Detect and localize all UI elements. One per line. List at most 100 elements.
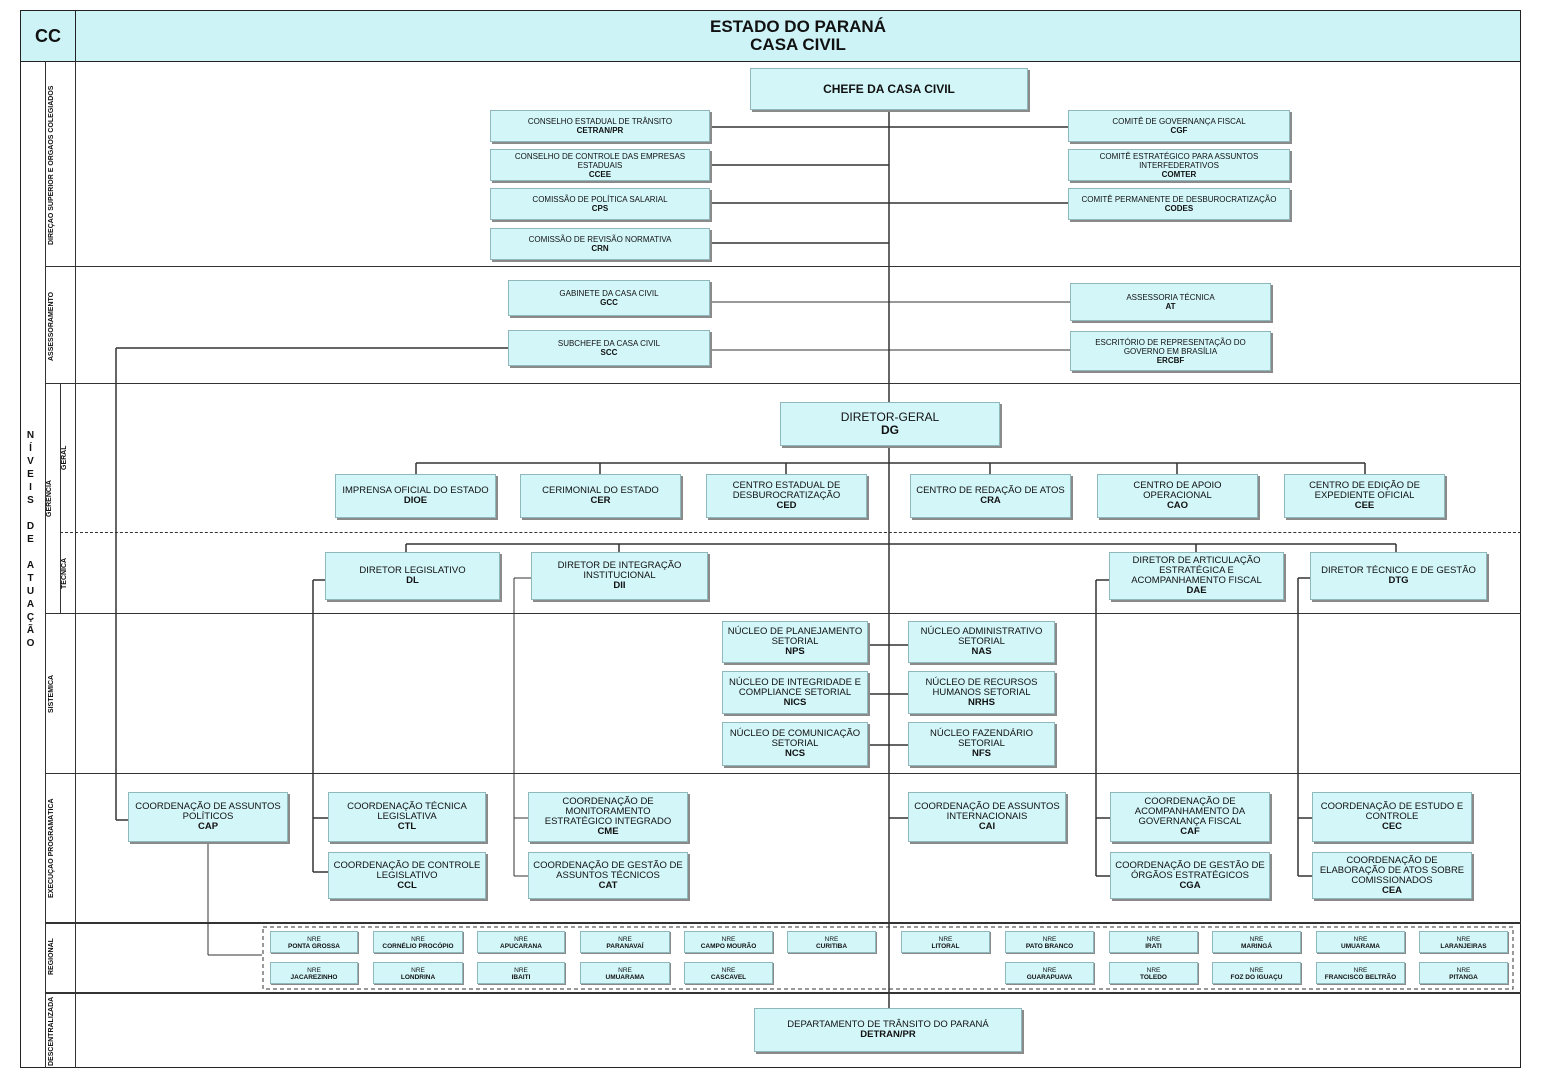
nre-city: TOLEDO [1140,974,1167,981]
ccee-box[interactable]: CONSELHO DE CONTROLE DAS EMPRESAS ESTADU… [490,149,710,181]
nics-box[interactable]: NÚCLEO DE INTEGRIDADE E COMPLIANCE SETOR… [722,671,868,714]
box-name: NÚCLEO DE COMUNICAÇÃO SETORIAL [729,728,861,749]
box-acronym: CGA [1179,879,1201,891]
nps-box[interactable]: NÚCLEO DE PLANEJAMENTO SETORIAL NPS [722,621,868,663]
dae-box[interactable]: DIRETOR DE ARTICULAÇÃO ESTRATÉGICA E ACO… [1109,552,1284,600]
cc-label: CC [35,25,61,46]
box-acronym: ERCBF [1156,355,1185,365]
nre-prefix: NRE [721,936,736,943]
crn-box[interactable]: COMISSÃO DE REVISÃO NORMATIVA CRN [490,228,710,260]
cat-box[interactable]: COORDENAÇÃO DE GESTÃO DE ASSUNTOS TÉCNIC… [528,852,688,899]
cga-box[interactable]: COORDENAÇÃO DE GESTÃO DE ÓRGÃOS ESTRATÉG… [1110,852,1270,899]
nre-prefix: NRE [618,936,632,943]
box-name: COMITÊ DE GOVERNANÇA FISCAL [1112,117,1246,126]
org-title-header: ESTADO DO PARANÁ CASA CIVIL [75,10,1521,62]
ncs-box[interactable]: NÚCLEO DE COMUNICAÇÃO SETORIAL NCS [722,722,868,766]
cps-box[interactable]: COMISSÃO DE POLÍTICA SALARIAL CPS [490,188,710,220]
box-acronym: CGF [1170,126,1188,135]
dg-box[interactable]: DIRETOR-GERAL DG [780,402,1000,446]
ced-box[interactable]: CENTRO ESTADUAL DE DESBUROCRATIZAÇÃO CED [706,474,867,518]
box-acronym: CME [597,826,619,837]
cer-box[interactable]: CERIMONIAL DO ESTADO CER [520,474,681,518]
box-name: COMISSÃO DE POLÍTICA SALARIAL [532,195,668,204]
box-name: NÚCLEO FAZENDÁRIO SETORIAL [930,728,1033,749]
nre-city: JACAREZINHO [290,974,338,981]
box-name: CONSELHO DE CONTROLE DAS EMPRESAS ESTADU… [514,151,686,170]
at-box[interactable]: ASSESSORIA TÉCNICA AT [1070,283,1271,321]
agency-title: CASA CIVIL [750,35,846,54]
band-separator [45,992,1521,994]
nas-box[interactable]: NÚCLEO ADMINISTRATIVO SETORIAL NAS [908,621,1055,663]
cea-box[interactable]: COORDENAÇÃO DE ELABORAÇÃO DE ATOS SOBRE … [1312,852,1472,899]
dioe-box[interactable]: IMPRENSA OFICIAL DO ESTADO DIOE [335,474,496,518]
dii-box[interactable]: DIRETOR DE INTEGRAÇÃO INSTITUCIONAL DII [531,552,708,600]
box-acronym: CAO [1166,500,1189,511]
ctl-box[interactable]: COORDENAÇÃO TÉCNICA LEGISLATIVA CTL [328,792,486,842]
comter-box[interactable]: COMITÊ ESTRATÉGICO PARA ASSUNTOS INTERFE… [1068,149,1290,181]
box-acronym: DII [613,580,626,591]
nrhs-box[interactable]: NÚCLEO DE RECURSOS HUMANOS SETORIAL NRHS [908,671,1055,714]
dl-box[interactable]: DIRETOR LEGISLATIVO DL [325,552,500,600]
nre-city: CAMPO MOURÃO [700,943,757,950]
box-acronym: NICS [783,696,807,708]
cra-box[interactable]: CENTRO DE REDAÇÃO DE ATOS CRA [910,474,1071,518]
cme-box[interactable]: COORDENAÇÃO DE MONITORAMENTO ESTRATÉGICO… [528,792,688,842]
caf-box[interactable]: COORDENAÇÃO DE ACOMPANHAMENTO DA GOVERNA… [1110,792,1270,842]
box-name: CENTRO DE APOIO OPERACIONAL [1133,480,1222,501]
box-acronym: COMTER [1161,169,1197,179]
nre-prefix: NRE [514,967,528,974]
nfs-box[interactable]: NÚCLEO FAZENDÁRIO SETORIAL NFS [908,722,1055,766]
nre-prefix: NRE [514,936,528,943]
cai-box[interactable]: COORDENAÇÃO DE ASSUNTOS INTERNACIONAIS C… [908,792,1066,842]
cgf-box[interactable]: COMITÊ DE GOVERNANÇA FISCAL CGF [1068,110,1290,142]
ercbf-box[interactable]: ESCRITÓRIO DE REPRESENTAÇÃO DO GOVERNO E… [1070,331,1271,371]
nre-city: LITORAL [931,943,960,950]
cec-box[interactable]: COORDENAÇÃO DE ESTUDO E CONTROLE CEC [1312,792,1472,842]
cetran-box[interactable]: CONSELHO ESTADUAL DE TRÂNSITO CETRAN/PR [490,110,710,142]
nre-city: LARANJEIRAS [1440,943,1487,950]
detran-box[interactable]: DEPARTAMENTO DE TRÂNSITO DO PARANÁ DETRA… [754,1008,1022,1052]
cee-box[interactable]: CENTRO DE EDIÇÃO DE EXPEDIENTE OFICIAL C… [1284,474,1445,518]
box-name: CENTRO DE REDAÇÃO DE ATOS [916,485,1065,496]
cao-box[interactable]: CENTRO DE APOIO OPERACIONAL CAO [1097,474,1258,518]
cap-box[interactable]: COORDENAÇÃO DE ASSUNTOS POLÍTICOS CAP [128,792,288,842]
gcc-box[interactable]: GABINETE DA CASA CIVIL GCC [508,280,710,316]
nre-prefix: NRE [1146,967,1161,974]
box-name: CENTRO ESTADUAL DE DESBUROCRATIZAÇÃO [732,480,841,501]
dtg-box[interactable]: DIRETOR TÉCNICO E DE GESTÃO DTG [1310,552,1487,600]
box-name: DIRETOR DE ARTICULAÇÃO ESTRATÉGICA E ACO… [1131,555,1262,586]
codes-box[interactable]: COMITÊ PERMANENTE DE DESBUROCRATIZAÇÃO C… [1068,188,1290,220]
box-name: COORDENAÇÃO DE GESTÃO DE ÓRGÃOS ESTRATÉG… [1115,859,1265,881]
nre-city: PARANAVAÍ [606,943,644,950]
box-acronym: CETRAN/PR [576,126,624,135]
chefe-casa-civil-box[interactable]: CHEFE DA CASA CIVIL [750,68,1028,110]
ccl-box[interactable]: COORDENAÇÃO DE CONTROLE LEGISLATIVO CCL [328,852,486,899]
nre-prefix: NRE [411,967,425,974]
scc-box[interactable]: SUBCHEFE DA CASA CIVIL SCC [508,330,710,366]
box-acronym: CCEE [588,169,612,179]
band-separator [45,266,1521,267]
band-separator [45,773,1521,774]
